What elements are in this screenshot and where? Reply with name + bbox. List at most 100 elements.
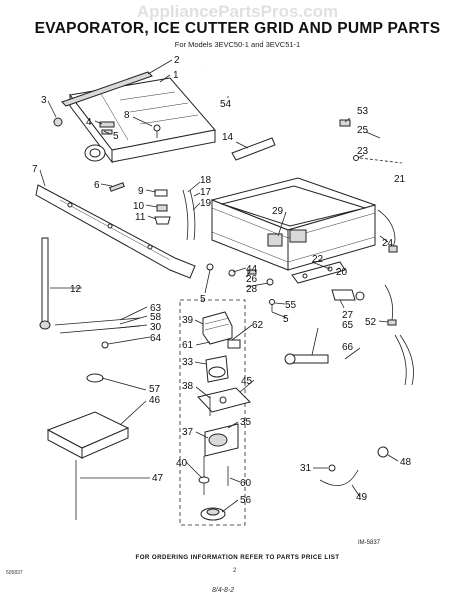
drain-rod [39, 237, 51, 330]
pump-motor-39 [202, 311, 233, 345]
diagram-title: EVAPORATOR, ICE CUTTER GRID AND PUMP PAR… [34, 20, 441, 37]
reservoir-46 [46, 411, 130, 459]
callout-64: 64 [150, 333, 162, 344]
callout-54: 54 [220, 99, 232, 110]
callout-10: 10 [133, 201, 145, 212]
callout-23: 23 [357, 146, 369, 157]
callout-39: 39 [182, 315, 194, 326]
callout-49: 49 [356, 492, 368, 503]
callout-60: 60 [240, 478, 252, 489]
callout-31: 31 [300, 463, 312, 474]
connector-27 [331, 289, 365, 301]
fitting-48 [377, 446, 389, 458]
side-bracket [35, 184, 196, 279]
clip-53 [339, 119, 351, 127]
callout-4: 4 [86, 117, 92, 128]
callout-48: 48 [400, 457, 412, 468]
callout-46: 46 [149, 395, 161, 406]
page-number: 2 [233, 568, 237, 574]
callout-29: 29 [272, 206, 284, 217]
callout-28: 28 [246, 284, 258, 295]
drawing-code: IM-5837 [358, 540, 381, 546]
heater-rod [231, 137, 276, 161]
handwritten-note: 8/4-8-2 [212, 587, 235, 594]
capacitor-62 [227, 339, 241, 349]
impeller-40 [198, 456, 210, 495]
callout-17: 17 [200, 187, 212, 198]
hose-49 [319, 469, 359, 487]
callout-63: 63 [150, 303, 162, 314]
callout-11: 11 [135, 212, 146, 223]
thermostat-65 [284, 353, 329, 365]
callout-labels: 2 1 3 4 5 8 7 6 9 10 11 54 14 53 25 23 2… [32, 55, 412, 506]
callout-40: 40 [176, 458, 188, 469]
callout-52: 52 [365, 317, 377, 328]
clip-parts [99, 121, 161, 138]
callout-58: 58 [150, 312, 162, 323]
callout-55: 55 [285, 300, 297, 311]
callout-57: 57 [149, 384, 161, 395]
pump-base-56 [200, 507, 226, 521]
screw-6 [109, 182, 125, 192]
callout-1: 1 [173, 70, 179, 81]
cutter-grid-frame [210, 177, 377, 271]
callout-21: 21 [394, 174, 406, 185]
screw-31 [328, 464, 336, 472]
document-code: 505837 [6, 570, 23, 576]
fasteners-44-26-28 [206, 263, 274, 286]
callout-56: 56 [240, 495, 252, 506]
pump-body-33 [205, 355, 229, 383]
callout-5: 5 [113, 131, 119, 142]
callout-12: 12 [70, 284, 82, 295]
model-numbers: For Models 3EVC50-1 and 3EVC51-1 [174, 40, 301, 49]
callout-61: 61 [182, 340, 194, 351]
callout-3: 3 [41, 95, 47, 106]
callout-33: 33 [182, 357, 194, 368]
callout-14: 14 [222, 132, 234, 143]
harness-52 [384, 284, 397, 326]
callout-8: 8 [124, 110, 130, 121]
callout-22: 22 [312, 254, 324, 265]
callout-5-right: 5 [283, 314, 289, 325]
callout-45: 45 [241, 376, 253, 387]
callout-6: 6 [94, 180, 100, 191]
callout-53: 53 [357, 106, 369, 117]
harness-66 [394, 334, 414, 386]
callout-27: 27 [342, 310, 354, 321]
callout-26: 26 [246, 274, 258, 285]
callout-25: 25 [357, 125, 369, 136]
callout-2: 2 [174, 55, 180, 66]
callout-30: 30 [150, 322, 162, 333]
grid-rods [182, 189, 196, 241]
float-57 [86, 373, 104, 383]
callout-18: 18 [200, 175, 212, 186]
leader-lines [39, 59, 399, 513]
callout-24: 24 [382, 238, 394, 249]
callout-7: 7 [32, 164, 38, 175]
callout-35: 35 [240, 417, 252, 428]
callout-44: 44 [246, 264, 258, 275]
callout-9: 9 [138, 186, 144, 197]
callout-66: 66 [342, 342, 354, 353]
callout-38: 38 [182, 381, 194, 392]
callout-19: 19 [200, 198, 212, 209]
mount-plate-45 [197, 387, 251, 413]
callout-20: 20 [336, 267, 348, 278]
impeller-housing-35 [204, 423, 239, 457]
wire-harness-24 [377, 209, 398, 253]
callout-62: 62 [252, 320, 264, 331]
callout-47: 47 [152, 473, 164, 484]
screws-5-55 [269, 299, 275, 312]
callout-65: 65 [342, 320, 354, 331]
clips-9-10-11 [154, 189, 171, 225]
heater-strip [61, 71, 153, 107]
ordering-note: FOR ORDERING INFORMATION REFER TO PARTS … [135, 554, 340, 561]
callout-37: 37 [182, 427, 194, 438]
pump-dashed-box [179, 299, 246, 526]
inlet-tube [201, 60, 236, 99]
linkage-63-58-30 [54, 317, 141, 349]
evaporator-fitting [84, 144, 106, 162]
watermark-text: AppliancePartsPros.com [136, 2, 339, 21]
